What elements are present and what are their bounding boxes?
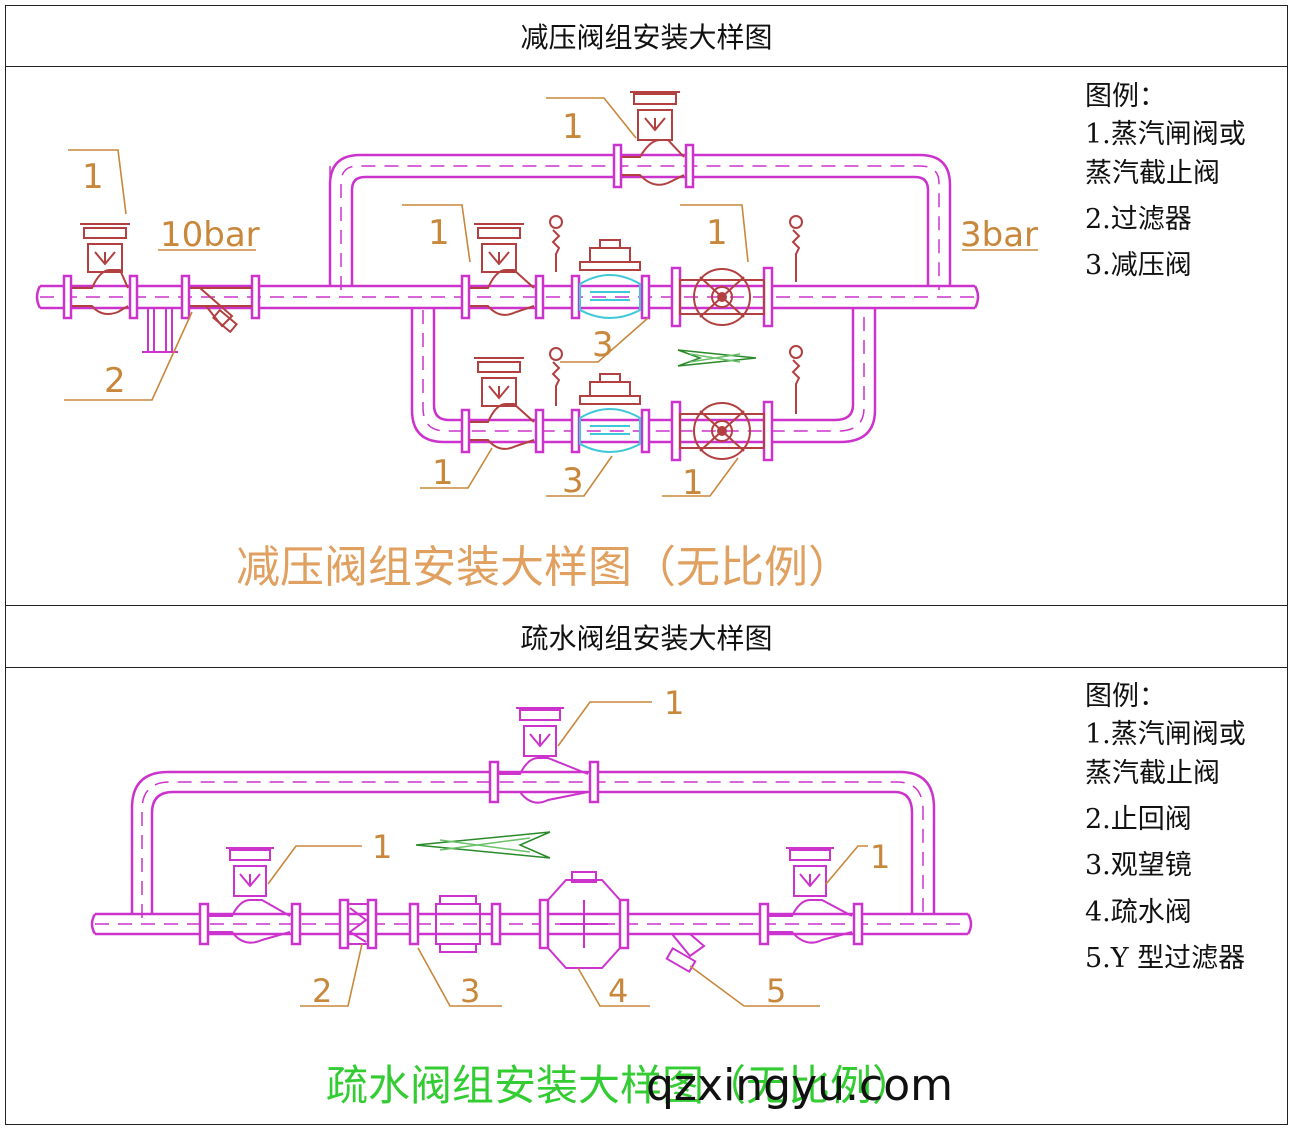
gate-valve-lower [679,402,765,460]
globe-valve-left [208,847,291,944]
row-divider-1 [5,66,1288,67]
pressure-gauges [549,215,803,414]
globe-valve-right [768,847,853,944]
section1-header: 减压阀组安装大样图 [520,21,773,54]
flow-arrow [415,831,551,859]
section1-caption: 减压阀组安装大样图（无比例） [236,542,852,593]
label-valve: 1 [664,684,684,722]
legend-title: 图例： [1085,81,1166,112]
watermark: qzxingyu.com [646,1060,953,1111]
legend-item: 1.蒸汽闸阀或蒸汽截止阀 [1085,119,1246,189]
outer-frame [5,5,1288,1125]
legend-item: 1.蒸汽闸阀或蒸汽截止阀 [1085,719,1246,789]
pipe-centerlines [95,781,968,925]
globe-valve-bypass [498,707,589,804]
pressure-outlet-label: 3bar [960,215,1038,255]
legend-item: 4.疏水阀 [1085,896,1192,928]
label-valve: 1 [82,157,104,197]
section2-header: 疏水阀组安装大样图 [520,621,773,655]
legend-item: 3.减压阀 [1085,250,1192,282]
section1-legend: 图例： 1.蒸汽闸阀或蒸汽截止阀 2.过滤器 3.减压阀 [1085,78,1255,286]
legend-item: 2.止回阀 [1085,803,1192,835]
globe-valve-upper [470,223,535,316]
gate-valve-upper [679,268,765,326]
valve-bodies [208,707,853,974]
globe-valve-bypass [622,91,685,186]
drain-support [142,308,178,353]
label-y-strainer: 5 [766,972,786,1010]
legend-item: 2.过滤器 [1085,203,1192,235]
reducer-actuators [579,239,641,405]
leader-labels: 1 1 1 2 3 4 5 [312,684,890,1010]
label-valve: 1 [562,107,584,147]
label-check-valve: 2 [312,972,332,1010]
row-divider-2 [5,605,1288,606]
leader-labels: 1 1 1 1 1 1 2 3 3 10bar 3bar [82,107,1038,503]
row-divider-3 [5,667,1288,668]
check-valve [347,903,369,945]
label-steam-trap: 4 [608,972,628,1010]
label-valve: 1 [682,463,704,503]
flow-arrow [677,349,757,367]
steam-trap-diagram: 1 1 1 2 3 4 5 疏水阀组安装大样图（无比例） [90,684,973,1110]
label-strainer: 2 [104,361,126,401]
section2-legend: 图例： 1.蒸汽闸阀或蒸汽截止阀 2.止回阀 3.观望镜 4.疏水阀 5.Y 型… [1085,678,1255,978]
flanges [198,760,864,950]
label-reducer: 3 [562,461,584,501]
label-valve: 1 [706,213,728,253]
globe-valve-inlet [72,223,130,315]
y-strainer [660,913,706,974]
pipe-network [90,770,973,936]
globe-valve-lower [470,357,535,450]
sight-glass [435,895,481,953]
pipe-centerlines [40,165,975,432]
strainer [190,287,252,334]
pipe-network [35,153,980,444]
label-reducer: 3 [592,325,614,365]
steam-trap [547,871,621,969]
pressure-reducing-valves [579,274,641,453]
legend-item: 3.观望镜 [1085,850,1192,882]
label-valve: 1 [428,213,450,253]
pressure-reducing-diagram: 1 1 1 1 1 1 2 3 3 10bar 3bar 减压阀组安装大样图（无… [35,91,1038,593]
label-valve: 1 [372,828,392,866]
legend-title: 图例： [1085,681,1166,712]
flanges [62,143,774,462]
legend-item: 5.Y 型过滤器 [1085,942,1246,974]
leader-lines [64,97,1038,497]
leader-lines [267,701,868,1007]
globe-valves [72,91,803,460]
pressure-inlet-label: 10bar [160,215,260,255]
label-valve: 1 [870,838,890,876]
label-valve: 1 [432,453,454,493]
section2-caption: 疏水阀组安装大样图（无比例） [326,1061,914,1110]
label-sight-glass: 3 [460,972,480,1010]
